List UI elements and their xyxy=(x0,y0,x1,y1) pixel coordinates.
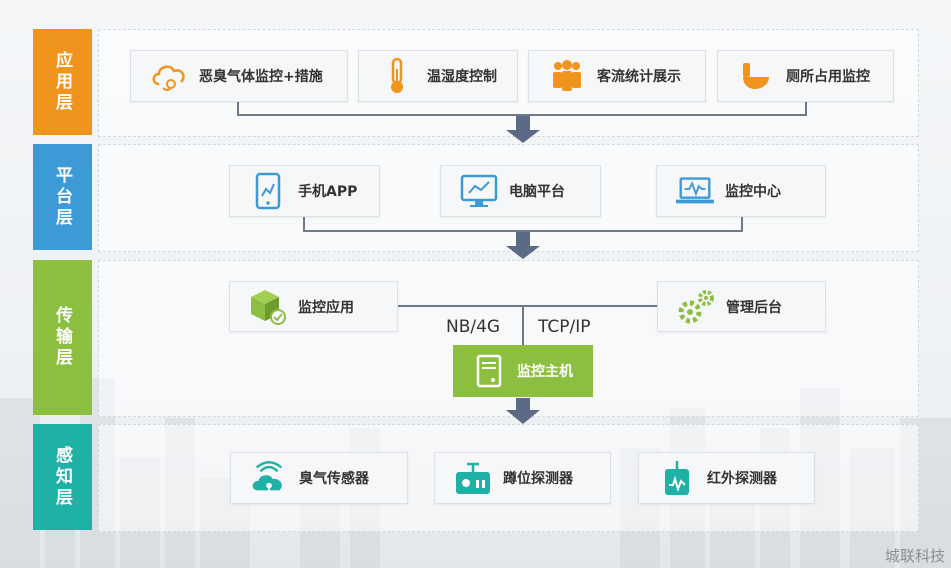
app-card-label: 厕所占用监控 xyxy=(786,69,870,85)
app-card-passenger-flow[interactable]: 客流统计展示 xyxy=(528,50,706,102)
server-icon xyxy=(471,351,507,391)
platform-card-pc[interactable]: 电脑平台 xyxy=(440,165,601,217)
host-label: 监控主机 xyxy=(517,364,573,380)
laptop-wave-icon xyxy=(675,171,715,211)
sensor-card-squat-detector[interactable]: 蹲位探测器 xyxy=(434,452,611,504)
platform-card-label: 手机APP xyxy=(298,184,358,200)
gears-icon xyxy=(676,287,716,327)
phone-chart-icon xyxy=(248,171,288,211)
platform-card-label: 监控中心 xyxy=(725,184,781,200)
sensor-card-label: 臭气传感器 xyxy=(299,471,369,487)
transport-card-label: 监控应用 xyxy=(298,299,354,316)
sensor-card-label: 蹲位探测器 xyxy=(503,471,573,487)
sensor-card-infrared-detector[interactable]: 红外探测器 xyxy=(638,452,815,504)
infrared-sensor-icon xyxy=(657,458,697,498)
platform-card-label: 电脑平台 xyxy=(509,184,565,200)
radio-device-icon xyxy=(453,458,493,498)
layer-label-sensing: 感知层 xyxy=(33,424,92,530)
protocol-label-tcpip: TCP/IP xyxy=(538,317,591,337)
layer-label-application: 应用层 xyxy=(33,29,92,135)
app-card-label: 客流统计展示 xyxy=(597,69,681,85)
app-card-toilet-occupancy[interactable]: 厕所占用监控 xyxy=(717,50,894,102)
wireless-cloud-icon xyxy=(249,458,289,498)
people-icon xyxy=(547,56,587,96)
monitoring-host-card[interactable]: 监控主机 xyxy=(453,345,593,397)
layer-label-transport: 传输层 xyxy=(33,260,92,415)
transport-card-management-backend[interactable]: 管理后台 xyxy=(657,281,826,332)
monitor-chart-icon xyxy=(459,171,499,211)
sensor-card-odor[interactable]: 臭气传感器 xyxy=(230,452,408,504)
app-card-odor[interactable]: 恶臭气体监控+措施 xyxy=(130,50,348,102)
odor-cloud-icon xyxy=(149,56,189,96)
app-card-label: 恶臭气体监控+措施 xyxy=(199,69,323,85)
toilet-icon xyxy=(736,56,776,96)
transport-card-monitoring-app[interactable]: 监控应用 xyxy=(229,281,398,332)
cube-check-icon xyxy=(248,287,288,327)
sensor-card-label: 红外探测器 xyxy=(707,471,777,487)
app-card-label: 温湿度控制 xyxy=(427,69,497,85)
thermometer-icon xyxy=(377,56,417,96)
watermark-text: 城联科技 xyxy=(884,547,945,565)
transport-card-label: 管理后台 xyxy=(726,299,782,316)
layer-label-platform: 平台层 xyxy=(33,144,92,250)
platform-card-monitoring-center[interactable]: 监控中心 xyxy=(656,165,826,217)
protocol-label-nb4g: NB/4G xyxy=(446,317,501,337)
platform-card-mobile-app[interactable]: 手机APP xyxy=(229,165,380,217)
app-card-temperature[interactable]: 温湿度控制 xyxy=(358,50,518,102)
